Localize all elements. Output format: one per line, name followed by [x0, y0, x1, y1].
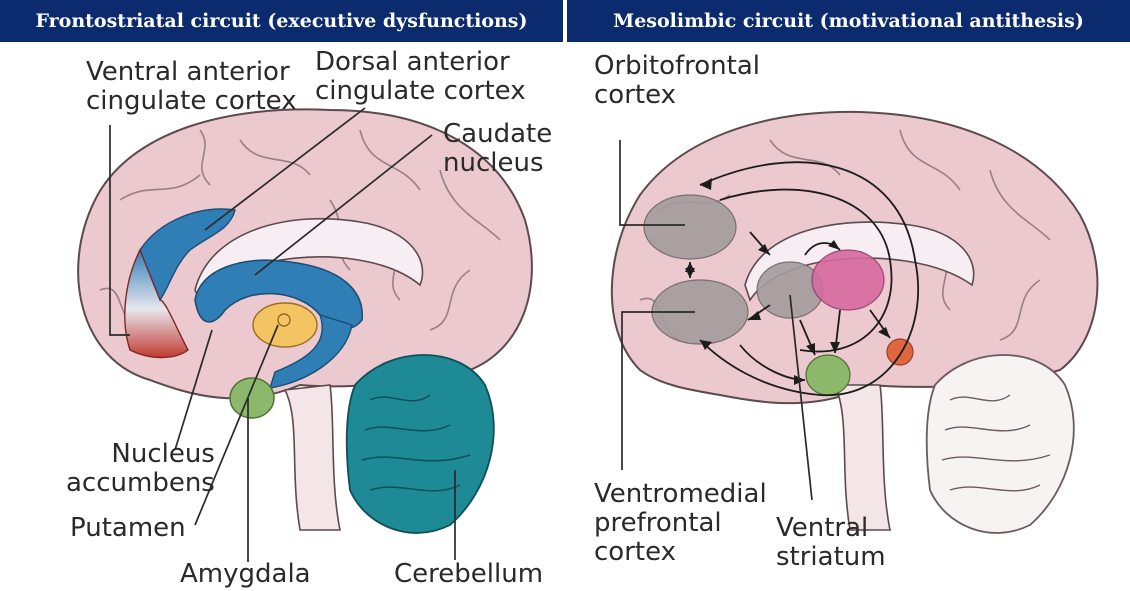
amygdala-region: [230, 378, 274, 418]
right-panel-title: Mesolimbic circuit (motivational antithe…: [567, 0, 1130, 42]
label-dorsal-anterior-cingulate-cortex: Dorsal anterior cingulate cortex: [315, 48, 526, 106]
orbitofrontal-region: [644, 195, 736, 259]
putamen-region: [253, 303, 317, 347]
label-putamen: Putamen: [70, 514, 186, 543]
label-amygdala: Amygdala: [180, 560, 311, 589]
right-brain-illustration: [612, 112, 1098, 533]
label-orbitofrontal-cortex: Orbitofrontal cortex: [594, 52, 760, 110]
label-nucleus-accumbens: Nucleus accumbens: [66, 440, 215, 498]
right-cerebellum: [927, 355, 1074, 533]
vta-region: [812, 250, 884, 310]
left-brainstem: [285, 385, 340, 530]
label-cerebellum: Cerebellum: [394, 560, 543, 589]
brain-figures: [0, 42, 1130, 591]
label-caudate-nucleus: Caudate nucleus: [443, 120, 552, 178]
left-panel-title: Frontostriatal circuit (executive dysfun…: [0, 0, 563, 42]
cerebellum-region: [347, 355, 494, 533]
ventral-striatum-region: [757, 262, 823, 318]
right-amygdala-region: [806, 355, 850, 395]
label-ventral-striatum: Ventral striatum: [776, 514, 886, 572]
right-brainstem: [835, 385, 890, 530]
label-ventromedial-prefrontal-cortex: Ventromedial prefrontal cortex: [594, 480, 767, 567]
label-ventral-anterior-cingulate-cortex: Ventral anterior cingulate cortex: [86, 58, 297, 116]
right-nucleus-region: [887, 339, 913, 365]
